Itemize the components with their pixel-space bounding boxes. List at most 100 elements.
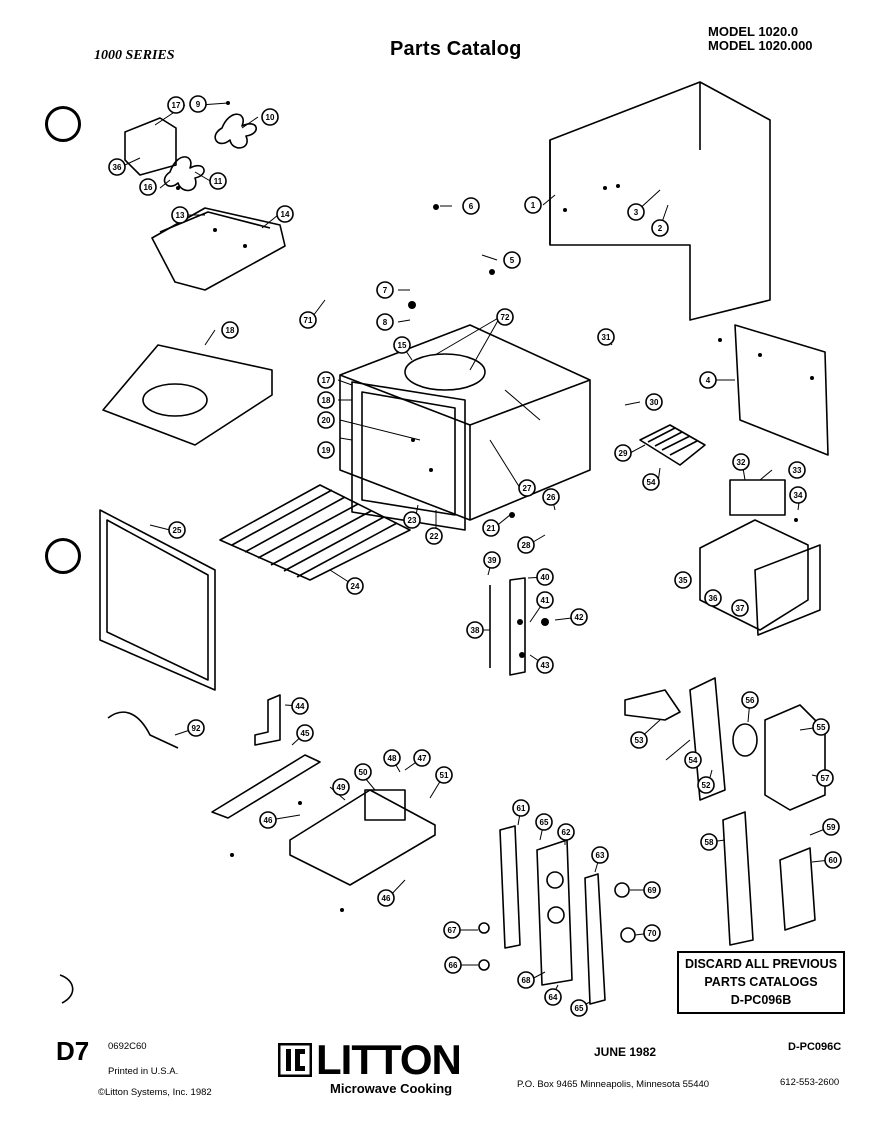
callout-18: 18: [317, 391, 335, 409]
model-number-2: MODEL 1020.000: [708, 38, 813, 53]
control-panel-trim: [584, 873, 606, 1005]
oven-cavity-part: [339, 324, 591, 521]
bracket-part: [254, 694, 281, 746]
callout-number: 6: [469, 202, 474, 211]
rail-part: [211, 754, 321, 819]
callout-72: 72: [496, 308, 514, 326]
callout-49: 49: [332, 778, 350, 796]
copyright: ©Litton Systems, Inc. 1982: [98, 1087, 212, 1098]
callout-number: 3: [634, 208, 639, 217]
callout-number: 7: [383, 286, 388, 295]
callout-60: 60: [824, 851, 842, 869]
callout-number: 36: [709, 594, 718, 603]
callout-2: 2: [651, 219, 669, 237]
callout-number: 25: [173, 526, 182, 535]
callout-number: 17: [322, 376, 331, 385]
callout-number: 65: [575, 1004, 584, 1013]
callout-65: 65: [535, 813, 553, 831]
callout-number: 36: [113, 163, 122, 172]
callout-65: 65: [570, 999, 588, 1017]
control-panel-strip: [499, 825, 521, 949]
callout-number: 58: [705, 838, 714, 847]
callout-42: 42: [570, 608, 588, 626]
callout-number: 67: [448, 926, 457, 935]
document-code: 0692C60: [108, 1041, 147, 1052]
callout-17: 17: [167, 96, 185, 114]
callout-number: 18: [226, 326, 235, 335]
callout-number: 21: [487, 524, 496, 533]
callout-28: 28: [517, 536, 535, 554]
callout-33: 33: [788, 461, 806, 479]
discard-line-3: D-PC096B: [730, 993, 792, 1007]
callout-number: 48: [388, 754, 397, 763]
cavity-door-frame-part: [351, 381, 466, 531]
callout-21: 21: [482, 519, 500, 537]
callout-52: 52: [697, 776, 715, 794]
callout-number: 59: [827, 823, 836, 832]
callout-64: 64: [544, 988, 562, 1006]
knob-part: [620, 927, 636, 943]
callout-number: 50: [359, 768, 368, 777]
callout-61: 61: [512, 799, 530, 817]
callout-54: 54: [642, 473, 660, 491]
callout-56: 56: [741, 691, 759, 709]
callout-number: 53: [635, 736, 644, 745]
fan-blade-part: [163, 156, 205, 192]
callout-number: 31: [602, 333, 611, 342]
callout-number: 49: [337, 783, 346, 792]
callout-number: 14: [281, 210, 290, 219]
callout-1: 1: [524, 196, 542, 214]
callout-number: 41: [541, 596, 550, 605]
callout-number: 57: [821, 774, 830, 783]
callout-6: 6: [462, 197, 480, 215]
page-number: D7: [56, 1036, 90, 1066]
hinge-mark: [59, 974, 74, 1004]
callout-number: 63: [596, 851, 605, 860]
callout-number: 35: [679, 576, 688, 585]
callout-number: 51: [440, 771, 449, 780]
callout-number: 26: [547, 493, 556, 502]
callout-number: 68: [522, 976, 531, 985]
callout-number: 34: [794, 491, 803, 500]
callout-17: 17: [317, 371, 335, 389]
vent-grille-part: [639, 424, 706, 466]
callout-68: 68: [517, 971, 535, 989]
printed-in: Printed in U.S.A.: [108, 1066, 179, 1077]
callout-15: 15: [393, 336, 411, 354]
callout-22: 22: [425, 527, 443, 545]
callout-3: 3: [627, 203, 645, 221]
callout-number: 60: [829, 856, 838, 865]
callout-47: 47: [413, 749, 431, 767]
callout-number: 52: [702, 781, 711, 790]
probe-cable-part: [107, 711, 179, 749]
callout-46: 46: [259, 811, 277, 829]
issue-date: JUNE 1982: [594, 1045, 657, 1059]
callout-number: 61: [517, 804, 526, 813]
callout-31: 31: [597, 328, 615, 346]
callout-30: 30: [645, 393, 663, 411]
shelf-rack-part: [219, 484, 411, 581]
callout-34: 34: [789, 486, 807, 504]
callout-number: 45: [301, 729, 310, 738]
callout-number: 42: [575, 613, 584, 622]
callout-number: 11: [214, 177, 223, 186]
interlock-bracket-part: [509, 577, 526, 676]
callout-number: 43: [541, 661, 550, 670]
callout-29: 29: [614, 444, 632, 462]
callout-number: 5: [510, 256, 515, 265]
callout-number: 62: [562, 828, 571, 837]
callout-number: 32: [737, 458, 746, 467]
callout-53: 53: [630, 731, 648, 749]
callout-71: 71: [299, 311, 317, 329]
callout-number: 4: [706, 376, 711, 385]
callout-63: 63: [591, 846, 609, 864]
fan-blade-part: [214, 113, 257, 149]
callout-18: 18: [221, 321, 239, 339]
page-title: Parts Catalog: [390, 38, 522, 60]
callout-24: 24: [346, 577, 364, 595]
callout-number: 28: [522, 541, 531, 550]
fan-shroud-part: [151, 207, 286, 291]
callout-55: 55: [812, 718, 830, 736]
